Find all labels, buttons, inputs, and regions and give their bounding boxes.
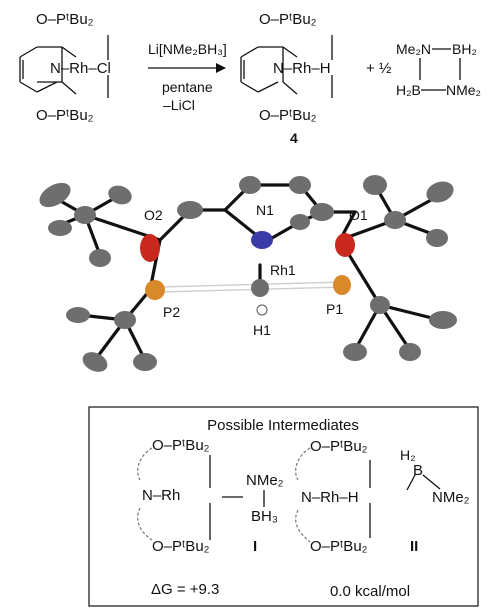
reactant-bottom-label: O–PᵗBu₂ (36, 107, 94, 124)
int-ii-b: B (413, 462, 423, 479)
intermediate-i: O–PᵗBu₂ N–Rh NMe₂ BH₃ O–PᵗBu₂ I ΔG = +9.… (137, 437, 284, 598)
int-ii-nme2: NMe₂ (432, 489, 470, 506)
label-n1: N1 (256, 202, 274, 218)
compound-number: 4 (290, 130, 298, 146)
reaction-arrow: Li[NMe₂BH₃] pentane –LiCl (148, 41, 227, 113)
label-rh1: Rh1 (270, 262, 296, 278)
dimer-top-right: BH₂ (452, 41, 477, 57)
int-ii-label: II (410, 538, 418, 555)
dimer-bottom-left: H₂B (396, 82, 421, 98)
int-i-nme2: NMe₂ (246, 472, 284, 489)
product-bottom-label: O–PᵗBu₂ (259, 107, 317, 124)
intermediates-title: Possible Intermediates (207, 417, 359, 434)
dimer-bottom-right: NMe₂ (446, 82, 481, 98)
product-plus: + ½ (366, 60, 392, 77)
int-i-bottom: O–PᵗBu₂ (152, 538, 210, 555)
product-top-label: O–PᵗBu₂ (259, 11, 317, 28)
intermediate-ii: O–PᵗBu₂ N–Rh–H H₂ B NMe₂ O–PᵗBu₂ II 0.0 … (295, 438, 470, 600)
arrow-byproduct: –LiCl (163, 97, 195, 113)
atom-p1 (333, 275, 351, 295)
int-ii-h2: H₂ (400, 447, 416, 463)
atom-p2 (145, 280, 165, 300)
label-o2: O2 (144, 207, 163, 223)
product-center-label: N–Rh–H (273, 60, 331, 77)
reactant-complex: O–PᵗBu₂ N–Rh–Cl O–PᵗBu₂ (19, 11, 111, 124)
int-ii-top: O–PᵗBu₂ (310, 438, 368, 455)
carbon-ellipsoids (39, 175, 457, 372)
reaction-scheme: O–PᵗBu₂ N–Rh–Cl O–PᵗBu₂ Li[NMe₂BH₃] pent… (19, 11, 481, 146)
int-i-top: O–PᵗBu₂ (152, 437, 210, 454)
atom-o1 (335, 233, 355, 257)
bond-sticks (48, 183, 442, 362)
arrow-solvent: pentane (162, 79, 213, 95)
label-h1: H1 (253, 322, 271, 338)
arrow-reagent: Li[NMe₂BH₃] (148, 41, 227, 57)
int-i-center: N–Rh (142, 487, 180, 504)
label-p2: P2 (163, 304, 180, 320)
reactant-top-label: O–PᵗBu₂ (36, 11, 94, 28)
int-i-energy: ΔG = +9.3 (151, 581, 219, 598)
aminoborane-dimer: Me₂N BH₂ H₂B NMe₂ (396, 41, 481, 98)
label-o1: O1 (349, 207, 368, 223)
reactant-center-label: N–Rh–Cl (50, 60, 111, 77)
atom-n1 (251, 231, 273, 249)
atom-o2 (140, 234, 160, 262)
atom-rh1 (251, 279, 269, 297)
int-i-label: I (253, 538, 257, 555)
int-ii-bottom: O–PᵗBu₂ (310, 538, 368, 555)
atom-h1 (256, 304, 268, 316)
intermediates-box: Possible Intermediates O–PᵗBu₂ N–Rh NMe₂… (88, 406, 479, 607)
int-ii-energy: 0.0 kcal/mol (330, 583, 410, 600)
dimer-top-left: Me₂N (396, 41, 431, 57)
crystal-structure: O2 N1 O1 Rh1 P2 P1 H1 (39, 175, 457, 372)
label-p1: P1 (326, 301, 343, 317)
int-i-bh3: BH₃ (251, 508, 278, 525)
product-complex: O–PᵗBu₂ N–Rh–H O–PᵗBu₂ + ½ 4 (240, 11, 392, 146)
int-ii-center: N–Rh–H (301, 489, 359, 506)
